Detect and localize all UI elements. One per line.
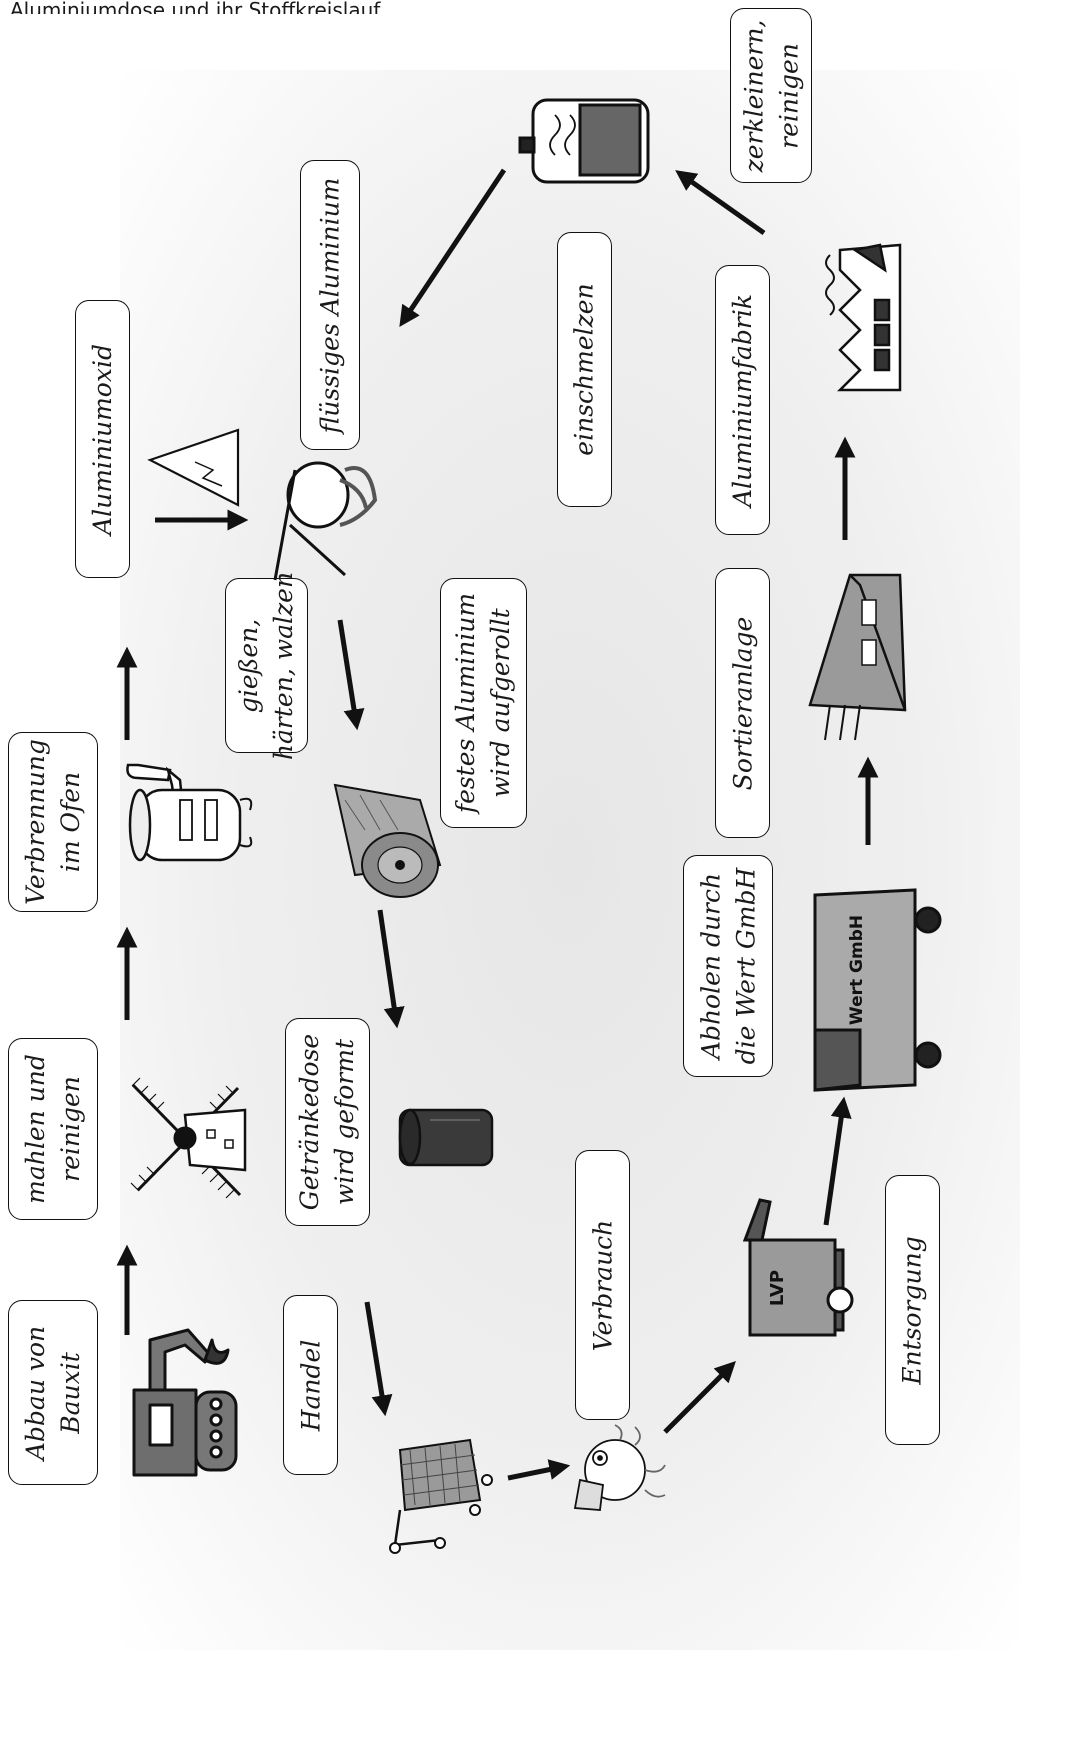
label-abholen-wert-gmbh: Abholen durch die Wert GmbH [683, 855, 773, 1077]
warning-triangle-icon [147, 428, 240, 507]
label-verbrauch: Verbrauch [575, 1150, 630, 1420]
label-fluessiges-aluminium: flüssiges Aluminium [300, 160, 360, 450]
label-abbau-von-bauxit: Abbau von Bauxit [8, 1300, 98, 1485]
label-verbrennung-im-ofen: Verbrennung im Ofen [8, 732, 98, 912]
sorting-plant-icon [808, 573, 907, 741]
label-sortieranlage: Sortieranlage [715, 568, 770, 838]
label-festes-aluminium: festes Aluminium wird aufgerollt [440, 578, 527, 828]
rolling-machine-icon [273, 461, 378, 581]
lvp-bin-icon: LVP [742, 1198, 854, 1337]
aluminium-coil-icon [333, 783, 442, 898]
crusher-icon [518, 98, 650, 184]
arrow-trolley-to-consumer [507, 1459, 571, 1481]
consumer-drinking-icon [573, 1424, 666, 1511]
label-zerkleinern-reinigen: zerkleinern, reinigen [730, 8, 812, 183]
arrow-coil-to-can [377, 909, 405, 1029]
wert-truck-icon: Wert GmbH [813, 888, 942, 1092]
label-aluminiumoxid: Aluminiumoxid [75, 300, 130, 578]
excavator-icon [132, 1328, 238, 1477]
truck-text: Wert GmbH [847, 915, 867, 1025]
furnace-icon [126, 763, 253, 862]
label-getraenkedose-geformt: Getränkedose wird geformt [285, 1018, 370, 1226]
label-mahlen-und-reinigen: mahlen und reinigen [8, 1038, 98, 1220]
label-einschmelzen: einschmelzen [557, 232, 612, 507]
arrow-crusher-to-liquid [399, 168, 507, 327]
arrow-roll-to-coil [337, 619, 365, 731]
label-handel: Handel [283, 1295, 338, 1475]
label-entsorgung: Entsorgung [885, 1175, 940, 1445]
windmill-icon [130, 1077, 247, 1199]
label-giessen-haerten-walzen: gießen, härten, walzen [225, 571, 308, 760]
beverage-can-icon [398, 1108, 494, 1167]
arrow-consumer-to-bin [663, 1361, 736, 1434]
aluminium-factory-icon [825, 243, 902, 392]
shopping-trolley-icon [389, 1438, 493, 1554]
arrow-can-to-trolley [364, 1301, 393, 1417]
arrow-fabrik-to-crusher [675, 170, 766, 236]
cropped-header-text: Aluminiumdose und ihr Stoffkreislauf [10, 0, 381, 14]
label-aluminiumfabrik: Aluminiumfabrik [715, 265, 770, 535]
bin-text: LVP [767, 1270, 788, 1306]
arrow-bin-to-truck [823, 1096, 852, 1226]
